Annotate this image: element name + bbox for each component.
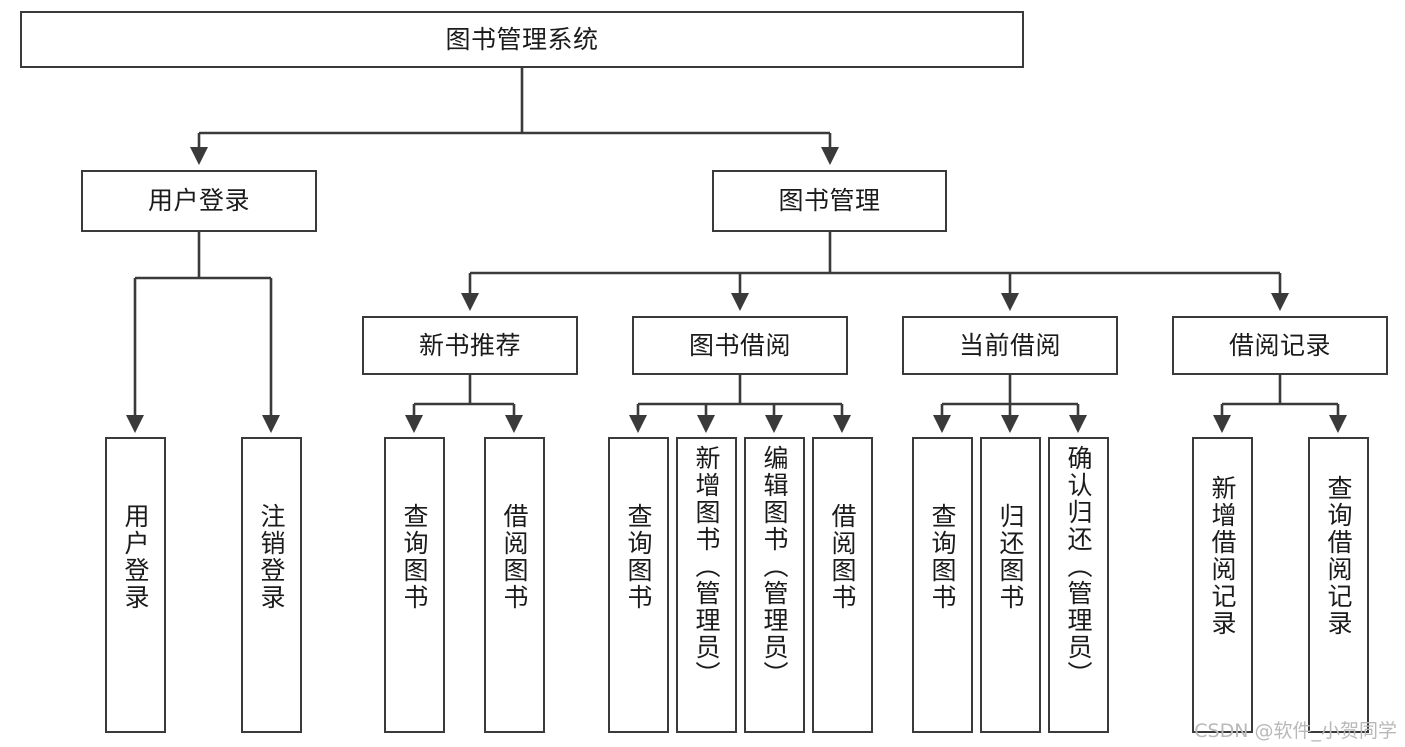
leaf-query-book-2-label: 查询图书 (624, 503, 653, 611)
node-borrow-record-label: 借阅记录 (1228, 330, 1331, 360)
node-new-book-recommend-label: 新书推荐 (418, 330, 521, 360)
leaf-query-book-1-label: 查询图书 (400, 503, 429, 611)
leaf-query-book-1[interactable]: 查询图书 (384, 437, 445, 733)
node-new-book-recommend[interactable]: 新书推荐 (362, 316, 578, 375)
node-current-borrow-label: 当前借阅 (958, 330, 1061, 360)
leaf-edit-book-admin[interactable]: 编辑图书（管理员） (744, 437, 805, 733)
node-current-borrow[interactable]: 当前借阅 (902, 316, 1118, 375)
node-book-borrow-label: 图书借阅 (688, 330, 791, 360)
node-book-manage[interactable]: 图书管理 (712, 170, 947, 232)
leaf-return-book[interactable]: 归还图书 (980, 437, 1041, 733)
leaf-add-borrow-record-label: 新增借阅记录 (1208, 475, 1237, 637)
leaf-logout-login[interactable]: 注销登录 (241, 437, 302, 733)
leaf-user-login-label: 用户登录 (121, 503, 150, 611)
leaf-return-book-label: 归还图书 (996, 503, 1025, 611)
leaf-query-borrow-record-label: 查询借阅记录 (1324, 475, 1353, 637)
leaf-add-borrow-record[interactable]: 新增借阅记录 (1192, 437, 1253, 733)
leaf-borrow-book-1-label: 借阅图书 (500, 503, 529, 611)
leaf-add-book-admin[interactable]: 新增图书（管理员） (676, 437, 737, 733)
leaf-borrow-book-2-label: 借阅图书 (828, 503, 857, 611)
node-book-borrow[interactable]: 图书借阅 (632, 316, 848, 375)
leaf-borrow-book-1[interactable]: 借阅图书 (484, 437, 545, 733)
node-user-login-label: 用户登录 (147, 186, 250, 216)
node-user-login[interactable]: 用户登录 (81, 170, 317, 232)
leaf-borrow-book-2[interactable]: 借阅图书 (812, 437, 873, 733)
node-root-label: 图书管理系统 (445, 24, 599, 54)
node-root[interactable]: 图书管理系统 (20, 11, 1024, 68)
leaf-confirm-return-admin-label: 确认归还（管理员） (1064, 445, 1093, 688)
leaf-query-book-3[interactable]: 查询图书 (912, 437, 973, 733)
leaf-query-book-2[interactable]: 查询图书 (608, 437, 669, 733)
leaf-add-book-admin-label: 新增图书（管理员） (692, 445, 721, 688)
node-borrow-record[interactable]: 借阅记录 (1172, 316, 1388, 375)
csdn-watermark: CSDN @软件_小贺同学 (1194, 720, 1397, 742)
leaf-logout-login-label: 注销登录 (257, 503, 286, 611)
leaf-query-book-3-label: 查询图书 (928, 503, 957, 611)
leaf-edit-book-admin-label: 编辑图书（管理员） (760, 445, 789, 688)
leaf-user-login[interactable]: 用户登录 (105, 437, 166, 733)
node-book-manage-label: 图书管理 (778, 186, 881, 216)
leaf-query-borrow-record[interactable]: 查询借阅记录 (1308, 437, 1369, 733)
leaf-confirm-return-admin[interactable]: 确认归还（管理员） (1048, 437, 1109, 733)
